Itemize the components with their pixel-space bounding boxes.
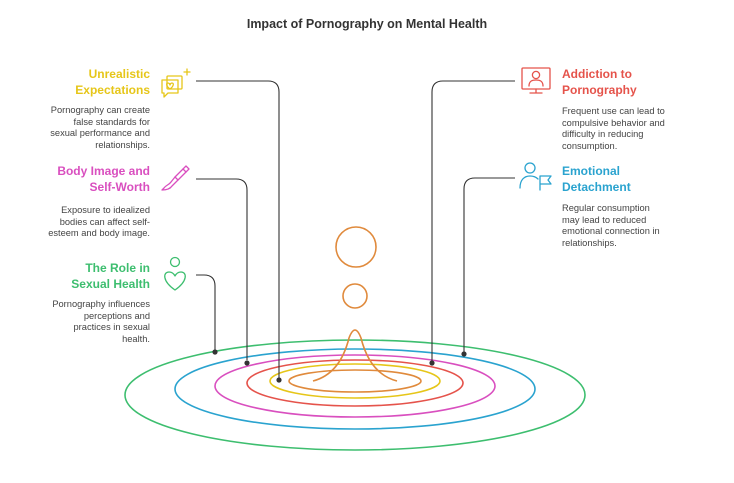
connector-dot-unrealistic bbox=[276, 377, 282, 383]
desc-body-image: Exposure to idealized bodies can affect … bbox=[20, 205, 150, 240]
desc-line: bodies can affect self- bbox=[59, 216, 150, 227]
ring-yellow bbox=[269, 363, 441, 399]
desc-line: emotional connection in bbox=[562, 226, 660, 237]
ring-orange bbox=[288, 369, 422, 393]
heading-line: The Role in bbox=[85, 261, 150, 275]
droplet-small bbox=[342, 283, 368, 309]
desc-line: Pornography influences bbox=[52, 299, 150, 309]
person-heart-icon bbox=[164, 256, 186, 291]
heading-line: Addiction to bbox=[562, 67, 632, 81]
heading-addiction: Addiction to Pornography bbox=[562, 66, 692, 98]
desc-line: perceptions and bbox=[83, 310, 150, 321]
desc-line: consumption. bbox=[562, 141, 618, 152]
ring-red bbox=[246, 359, 464, 407]
desc-sexual-health: Pornography influences perceptions and p… bbox=[20, 299, 150, 346]
desc-line: esteem and body image. bbox=[48, 228, 150, 239]
desc-unrealistic-expectations: Pornography can create false standards f… bbox=[20, 105, 150, 152]
connector-body-image bbox=[196, 178, 248, 360]
desc-line: Regular consumption bbox=[562, 203, 650, 213]
desc-addiction: Frequent use can lead to compulsive beha… bbox=[562, 106, 712, 153]
desc-line: may lead to reduced bbox=[562, 214, 647, 225]
desc-line: Frequent use can lead to bbox=[562, 106, 665, 116]
desc-line: practices in sexual bbox=[73, 322, 150, 333]
desc-emotional-detachment: Regular consumption may lead to reduced … bbox=[562, 203, 712, 250]
connector-dot-detachment bbox=[461, 351, 467, 357]
ring-green bbox=[124, 339, 586, 451]
connector-dot-body-image bbox=[244, 360, 250, 366]
heading-emotional-detachment: Emotional Detachment bbox=[562, 163, 692, 195]
desc-line: relationships. bbox=[95, 140, 150, 151]
person-flag-icon bbox=[519, 162, 552, 191]
heading-line: Detachment bbox=[562, 180, 631, 194]
chat-heart-icon bbox=[161, 68, 191, 98]
desc-line: Pornography can create bbox=[50, 105, 150, 115]
connector-sexual-health bbox=[196, 274, 216, 350]
ring-blue bbox=[174, 348, 536, 430]
diagram-title: Impact of Pornography on Mental Health bbox=[246, 17, 488, 31]
screen-person-icon bbox=[521, 67, 551, 94]
desc-line: false standards for bbox=[73, 116, 150, 127]
desc-line: difficulty in reducing bbox=[562, 129, 644, 140]
desc-line: Exposure to idealized bbox=[61, 205, 150, 215]
heading-line: Unrealistic bbox=[88, 67, 150, 81]
heading-line: Self-Worth bbox=[89, 180, 150, 194]
droplet-large bbox=[335, 226, 377, 268]
heading-unrealistic-expectations: Unrealistic Expectations bbox=[40, 66, 150, 98]
heading-line: Pornography bbox=[562, 83, 637, 97]
connector-dot-addiction bbox=[429, 360, 435, 366]
connector-dot-sexual-health bbox=[212, 349, 218, 355]
heading-sexual-health: The Role in Sexual Health bbox=[40, 260, 150, 292]
connector-unrealistic bbox=[196, 80, 280, 378]
connector-addiction bbox=[431, 80, 515, 361]
heading-body-image: Body Image and Self-Worth bbox=[30, 163, 150, 195]
desc-line: compulsive behavior and bbox=[562, 117, 665, 128]
heading-line: Expectations bbox=[75, 83, 150, 97]
heading-line: Body Image and bbox=[57, 164, 150, 178]
brush-icon bbox=[161, 165, 190, 191]
desc-line: sexual performance and bbox=[50, 128, 150, 139]
desc-line: relationships. bbox=[562, 238, 617, 249]
splash-drop bbox=[312, 329, 398, 382]
desc-line: health. bbox=[122, 334, 150, 345]
heading-line: Sexual Health bbox=[71, 277, 150, 291]
connector-detachment bbox=[463, 177, 515, 352]
ring-pink bbox=[214, 354, 496, 418]
heading-line: Emotional bbox=[562, 164, 621, 178]
